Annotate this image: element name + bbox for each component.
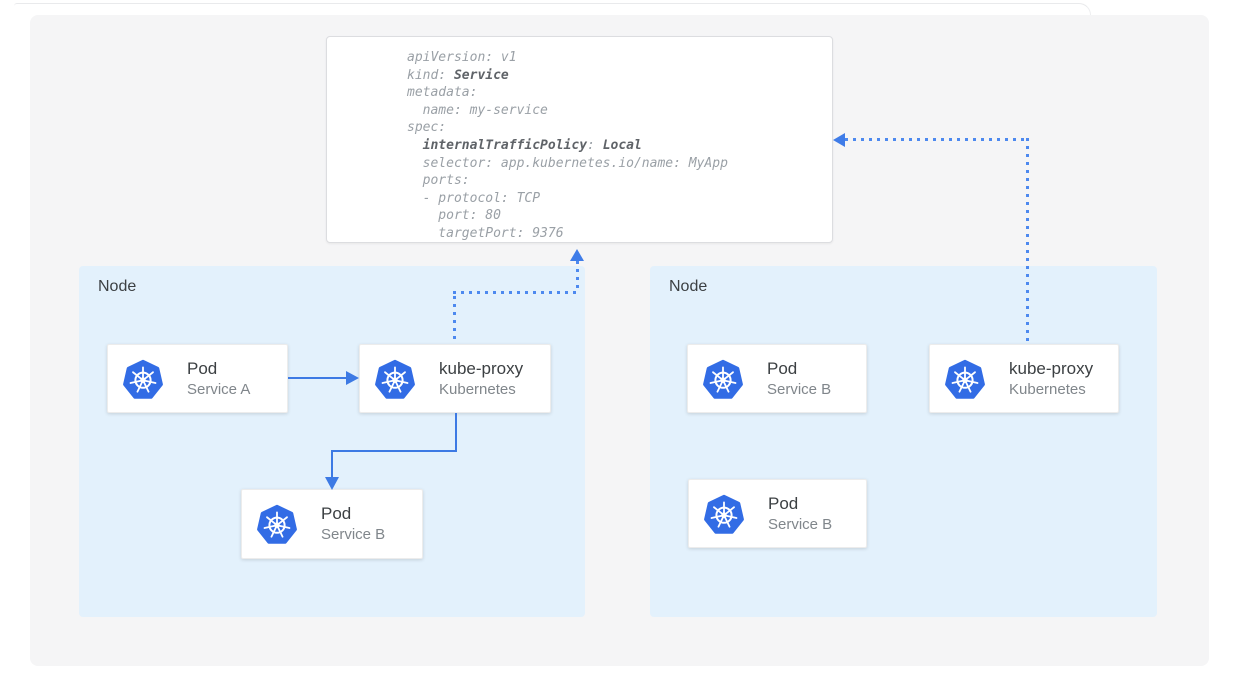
kubernetes-icon xyxy=(123,359,163,399)
yaml-token xyxy=(407,138,423,153)
yaml-line: port: 80 xyxy=(407,207,822,225)
yaml-token: spec: xyxy=(407,120,447,136)
yaml-line: internalTrafficPolicy: Local xyxy=(407,137,822,155)
arrow-kube-proxy-to-pod-b-seg2 xyxy=(331,450,457,452)
box-title: Pod xyxy=(768,493,799,513)
node-left: Node Pod Service A kube-proxy Kubernetes… xyxy=(79,266,585,617)
box-text: Pod Service B xyxy=(767,358,831,400)
box-text: Pod Service B xyxy=(321,503,385,545)
box-subtitle: Kubernetes xyxy=(1009,380,1086,398)
kubernetes-icon xyxy=(945,359,985,399)
kubernetes-icon xyxy=(257,504,297,544)
arrow-pod-a-to-kube-proxy-head xyxy=(346,371,359,385)
kubernetes-icon xyxy=(704,494,744,534)
yaml-token: internalTrafficPolicy xyxy=(422,137,588,153)
yaml-token: apiVersion: v1 xyxy=(407,50,517,65)
pod-service-b-right-top-box: Pod Service B xyxy=(687,344,867,413)
yaml-token: targetPort: 9376 xyxy=(407,225,564,241)
box-text: Pod Service A xyxy=(187,358,250,400)
dotted-right-kube-proxy-seg1 xyxy=(1026,138,1029,344)
yaml-line: targetPort: 9376 xyxy=(407,225,822,243)
box-subtitle: Service B xyxy=(321,526,386,543)
yaml-line: ports: xyxy=(407,172,822,190)
yaml-line: - protocol: TCP xyxy=(407,190,822,208)
arrow-kube-proxy-to-pod-b-seg1 xyxy=(455,413,457,452)
kube-proxy-right-box: kube-proxy Kubernetes xyxy=(929,344,1119,413)
dotted-left-kube-proxy-seg1 xyxy=(453,296,456,344)
box-title: kube-proxy xyxy=(1009,358,1094,378)
arrow-kube-proxy-to-pod-b-head xyxy=(325,477,339,490)
dotted-left-kube-proxy-seg3 xyxy=(576,261,579,291)
yaml-line: metadata: xyxy=(407,84,822,102)
yaml-line: selector: app.kubernetes.io/name: MyApp xyxy=(407,155,822,173)
yaml-token: name: my-service xyxy=(407,102,548,118)
kube-proxy-left-box: kube-proxy Kubernetes xyxy=(359,344,551,413)
box-title: Pod xyxy=(767,358,798,378)
box-text: Pod Service B xyxy=(768,493,832,535)
yaml-token: port: 80 xyxy=(407,208,501,224)
pod-service-b-right-bottom-box: Pod Service B xyxy=(688,479,867,548)
yaml-line: apiVersion: v1 xyxy=(407,49,822,67)
dotted-left-kube-proxy-seg2 xyxy=(453,291,580,294)
box-title: Pod xyxy=(321,504,352,523)
box-subtitle: Service B xyxy=(768,515,833,533)
yaml-token: - protocol: TCP xyxy=(407,190,541,206)
node-left-label: Node xyxy=(98,278,137,295)
box-subtitle: Service A xyxy=(187,380,251,398)
arrow-pod-a-to-kube-proxy-line xyxy=(288,377,348,379)
yaml-token: Local xyxy=(602,137,642,153)
yaml-line: spec: xyxy=(407,119,822,137)
kubernetes-icon xyxy=(703,359,743,399)
box-title: kube-proxy xyxy=(439,358,524,378)
box-subtitle: Kubernetes xyxy=(439,380,516,398)
node-right: Node Pod Service B kube-proxy Kubernetes… xyxy=(650,266,1157,617)
box-text: kube-proxy Kubernetes xyxy=(439,358,523,400)
box-text: kube-proxy Kubernetes xyxy=(1009,358,1093,400)
dotted-right-kube-proxy-seg2 xyxy=(845,138,1028,141)
yaml-line: name: my-service xyxy=(407,102,822,120)
yaml-token: Service xyxy=(453,67,509,83)
pod-service-a-box: Pod Service A xyxy=(107,344,288,413)
pod-service-b-left-box: Pod Service B xyxy=(241,489,423,559)
yaml-token: selector: app.kubernetes.io/name: MyApp xyxy=(407,155,728,171)
yaml-line: kind: Service xyxy=(407,67,822,85)
yaml-token: : xyxy=(587,137,603,153)
box-title: Pod xyxy=(187,358,218,378)
kubernetes-icon xyxy=(375,359,415,399)
yaml-token: metadata: xyxy=(407,85,478,101)
dotted-right-kube-proxy-head xyxy=(833,133,845,147)
yaml-token: kind: xyxy=(407,67,454,83)
yaml-token: ports: xyxy=(407,173,470,189)
arrow-kube-proxy-to-pod-b-seg3 xyxy=(331,450,333,478)
dotted-left-kube-proxy-head xyxy=(570,249,584,261)
box-subtitle: Service B xyxy=(767,380,832,398)
node-right-label: Node xyxy=(669,278,708,295)
